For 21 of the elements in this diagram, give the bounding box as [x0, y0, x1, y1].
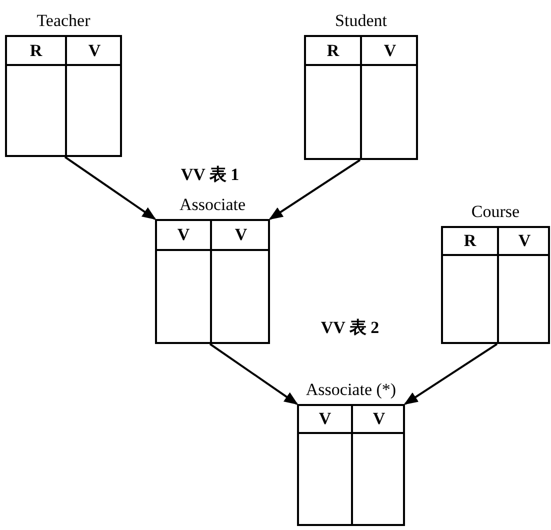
column-header: V: [318, 408, 332, 430]
arrow: [209, 343, 298, 405]
arrow: [404, 343, 498, 405]
column-header: V: [382, 40, 398, 62]
column-header: V: [87, 40, 102, 62]
column-header: V: [176, 224, 191, 246]
table-name: Student: [335, 11, 387, 31]
column-header: V: [234, 224, 248, 246]
table-name: Associate: [179, 195, 246, 215]
column-header: R: [28, 40, 44, 62]
table-caption: VV 表 2: [320, 317, 380, 339]
table-caption: VV 表 1: [180, 164, 240, 186]
column-header: R: [326, 40, 340, 62]
arrow: [64, 156, 156, 220]
arrow: [268, 159, 361, 220]
column-header: V: [372, 408, 386, 430]
column-header: V: [517, 230, 532, 252]
column-header: R: [462, 230, 478, 252]
table-name: Course: [471, 202, 520, 222]
table-name: Teacher: [36, 11, 90, 31]
table-name: Associate (*): [306, 380, 396, 400]
